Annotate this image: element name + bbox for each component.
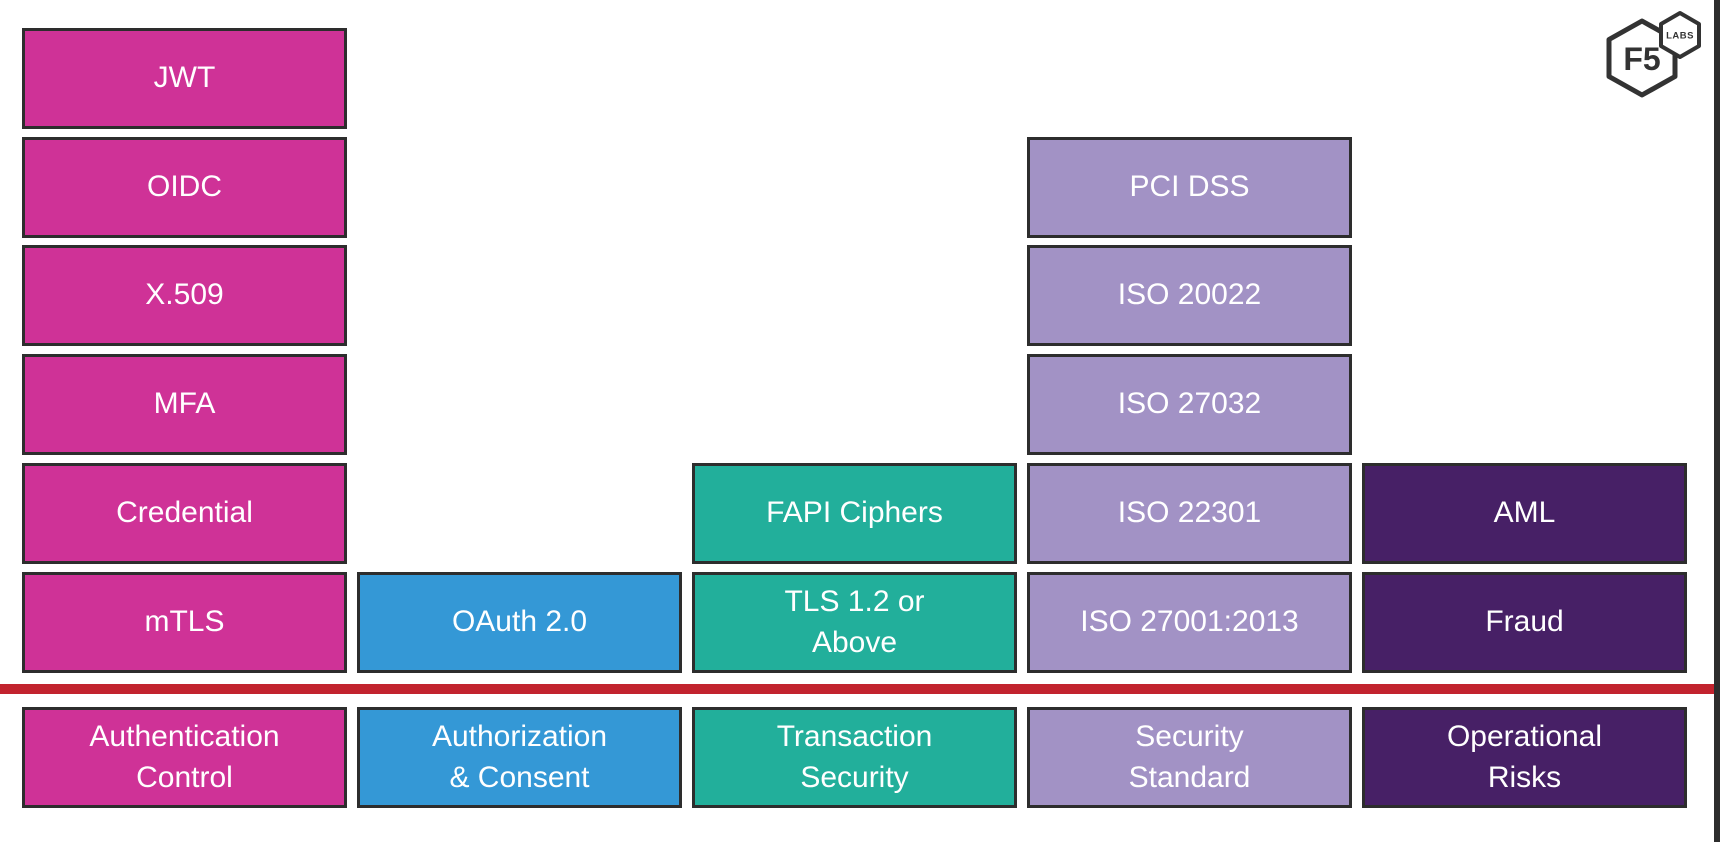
stack-box-iso-27032: ISO 27032 (1027, 354, 1352, 455)
stack-box-tls12-or-above: TLS 1.2 or Above (692, 572, 1017, 673)
category-label-operational-risks: Operational Risks (1362, 707, 1687, 808)
stack-box-fapi-ciphers: FAPI Ciphers (692, 463, 1017, 564)
category-label-security-standard: Security Standard (1027, 707, 1352, 808)
f5-logo-text: F5 (1623, 41, 1660, 77)
labs-hexagon-icon (1659, 11, 1701, 59)
stack-box-aml: AML (1362, 463, 1687, 564)
stack-box-pci-dss: PCI DSS (1027, 137, 1352, 238)
labs-logo-text: LABS (1666, 31, 1694, 42)
stack-box-jwt: JWT (22, 28, 347, 129)
stack-box-oauth20: OAuth 2.0 (357, 572, 682, 673)
stack-box-oidc: OIDC (22, 137, 347, 238)
category-label-authorization-consent: Authorization & Consent (357, 707, 682, 808)
stack-box-iso-22301: ISO 22301 (1027, 463, 1352, 564)
stack-box-iso-20022: ISO 20022 (1027, 245, 1352, 346)
category-divider-line (0, 684, 1720, 694)
stack-box-mtls: mTLS (22, 572, 347, 673)
category-label-authentication-control: Authentication Control (22, 707, 347, 808)
right-edge-border (1714, 0, 1720, 842)
stack-box-mfa: MFA (22, 354, 347, 455)
category-label-transaction-security: Transaction Security (692, 707, 1017, 808)
f5-labs-logo: F5 LABS (1606, 11, 1701, 98)
stack-box-credential: Credential (22, 463, 347, 564)
stack-box-fraud: Fraud (1362, 572, 1687, 673)
stack-box-x509: X.509 (22, 245, 347, 346)
stack-box-iso-27001-2013: ISO 27001:2013 (1027, 572, 1352, 673)
